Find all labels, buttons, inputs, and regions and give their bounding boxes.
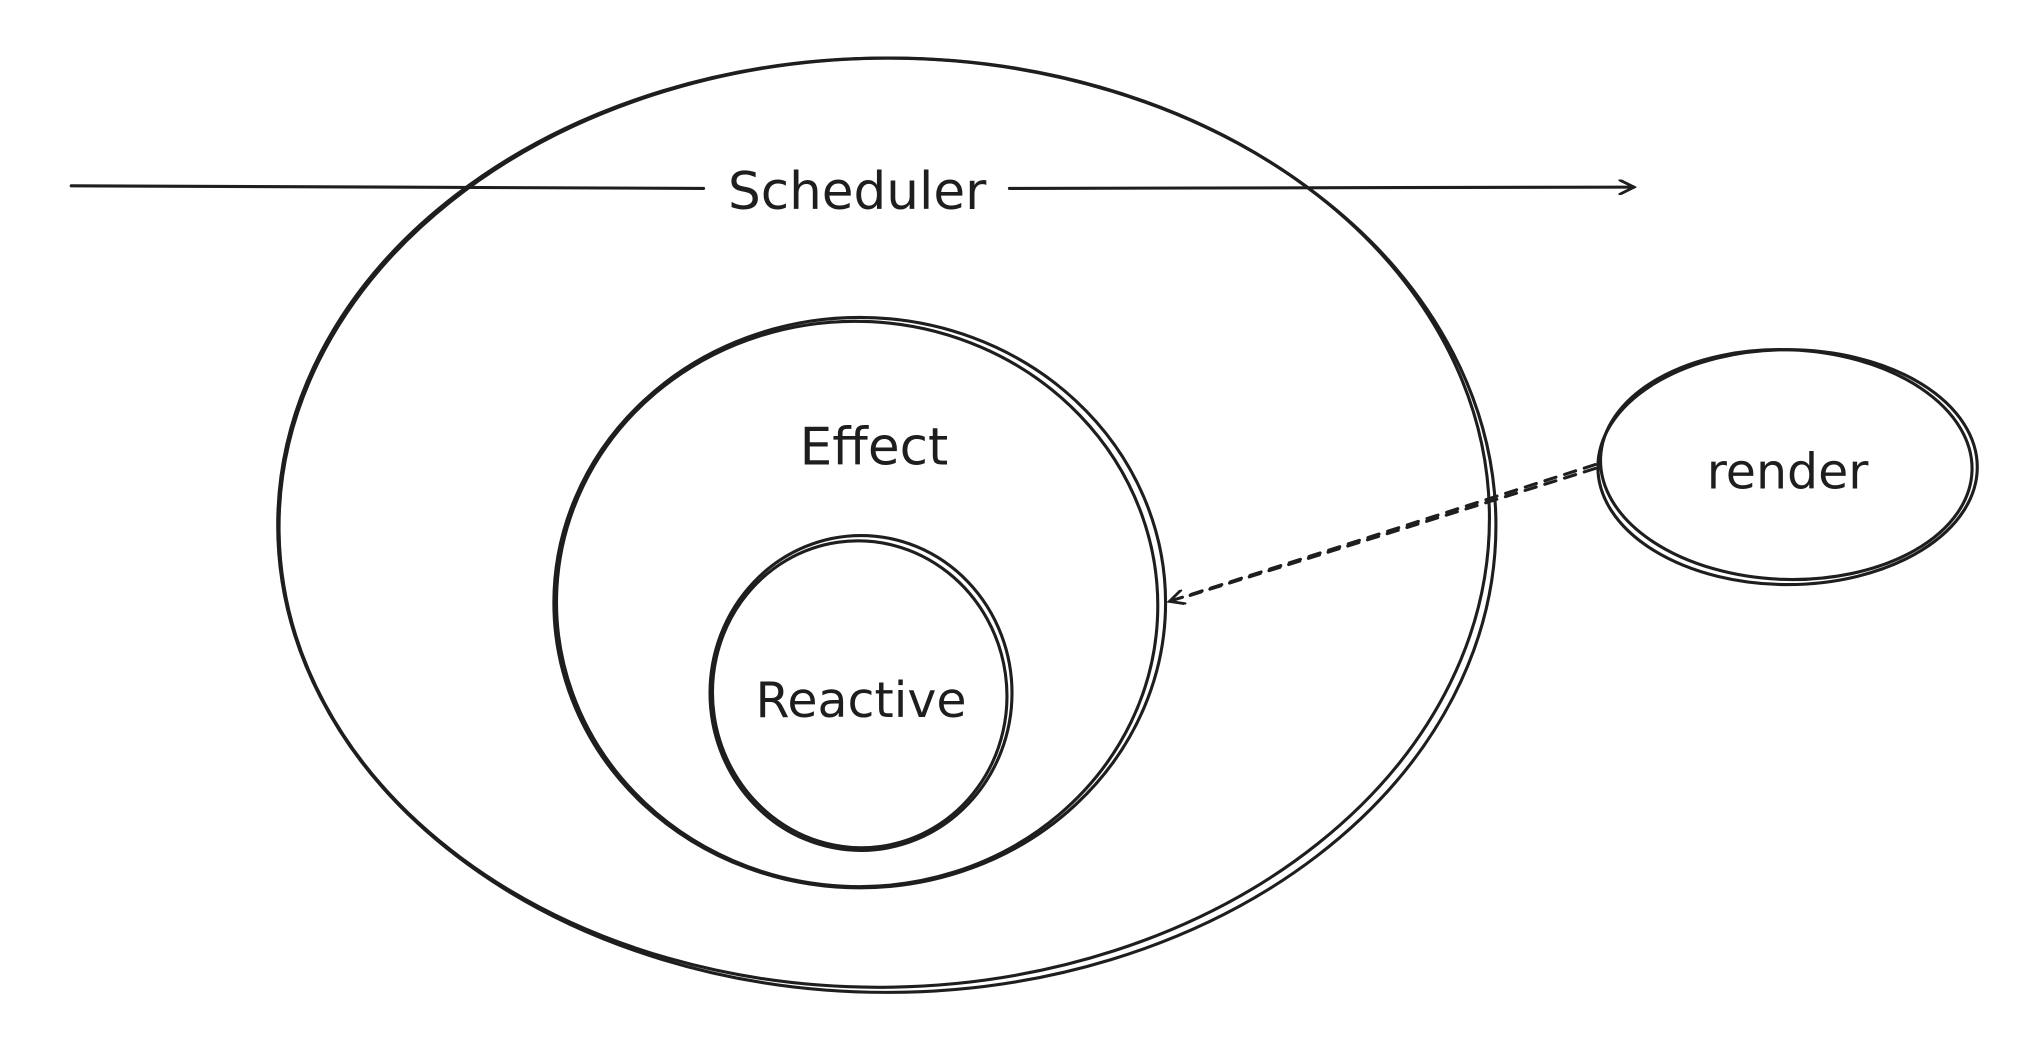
reactive-circle: [708, 534, 1014, 852]
reactive-label: Reactive: [756, 671, 967, 729]
render-ellipse: [1596, 348, 1979, 587]
scheduler-label: Scheduler: [728, 162, 987, 222]
effect-label: Effect: [800, 417, 949, 477]
timeline-arrow: [69, 186, 1634, 189]
render-label: render: [1707, 442, 1870, 500]
effect-ellipse: [552, 315, 1168, 890]
scheduler-ellipse: [276, 56, 1498, 994]
render-to-effect-arrow: [1169, 463, 1597, 602]
